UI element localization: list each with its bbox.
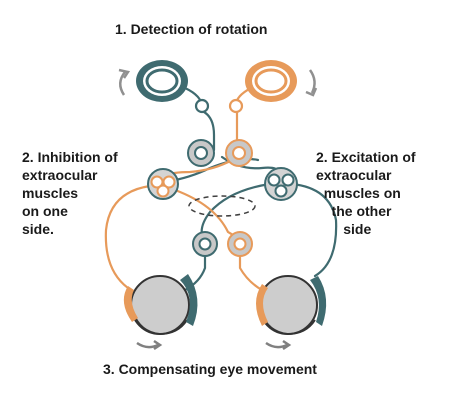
- left-eyeball-icon: [123, 274, 198, 335]
- left-inhibition-nucleus-icon: [147, 168, 179, 200]
- left-rotation-arrowhead: [118, 68, 131, 79]
- orange-left-to-midline: [173, 188, 240, 240]
- left-motor-nucleus-icon: [192, 231, 218, 257]
- neural-pathways: [104, 86, 338, 292]
- teal-right-excitation-to-right-eye: [290, 182, 338, 278]
- right-ganglion-node: [228, 98, 244, 114]
- rotation-arrows-top: [118, 68, 318, 97]
- left-vestibular-nucleus-icon: [187, 139, 215, 167]
- right-eyeball-icon: [256, 275, 327, 335]
- left-eye-medial-muscle: [180, 274, 198, 326]
- left-rotation-arrow-icon: [119, 71, 126, 96]
- left-eye-movement-arrow-icon: [136, 341, 159, 349]
- teal-right-excitation-to-left-eye: [200, 182, 272, 237]
- right-rotation-arrow-icon: [308, 69, 316, 94]
- midline-dashed-ellipse: [188, 195, 256, 217]
- right-motor-nucleus-icon: [227, 231, 253, 257]
- orange-midline-down: [238, 250, 264, 292]
- right-eye-medial-muscle: [256, 284, 268, 326]
- right-excitation-nucleus-icon: [264, 167, 298, 201]
- right-eye-movement-arrow-icon: [265, 341, 288, 349]
- left-ganglion-node: [194, 98, 210, 114]
- right-semicircular-canal-icon: [245, 60, 297, 102]
- right-eye-lateral-muscle: [310, 276, 327, 326]
- teal-ganglion-to-nucleus: [202, 110, 216, 152]
- inhibition-label: 2. Inhibition of extraocular muscles on …: [22, 149, 118, 237]
- left-eye-lateral-muscle: [123, 286, 138, 322]
- right-rotation-arrowhead: [305, 87, 318, 97]
- compensating-eye-movement-label: 3. Compensating eye movement: [103, 361, 317, 377]
- eye-movement-arrows: [136, 339, 292, 351]
- right-vestibular-nucleus-icon: [225, 139, 253, 167]
- detection-of-rotation-label: 1. Detection of rotation: [115, 21, 268, 37]
- excitation-label: 2. Excitation of extraocular muscles on …: [316, 149, 416, 237]
- left-semicircular-canal-icon: [136, 60, 188, 102]
- orange-left-to-outer-eye: [104, 184, 152, 290]
